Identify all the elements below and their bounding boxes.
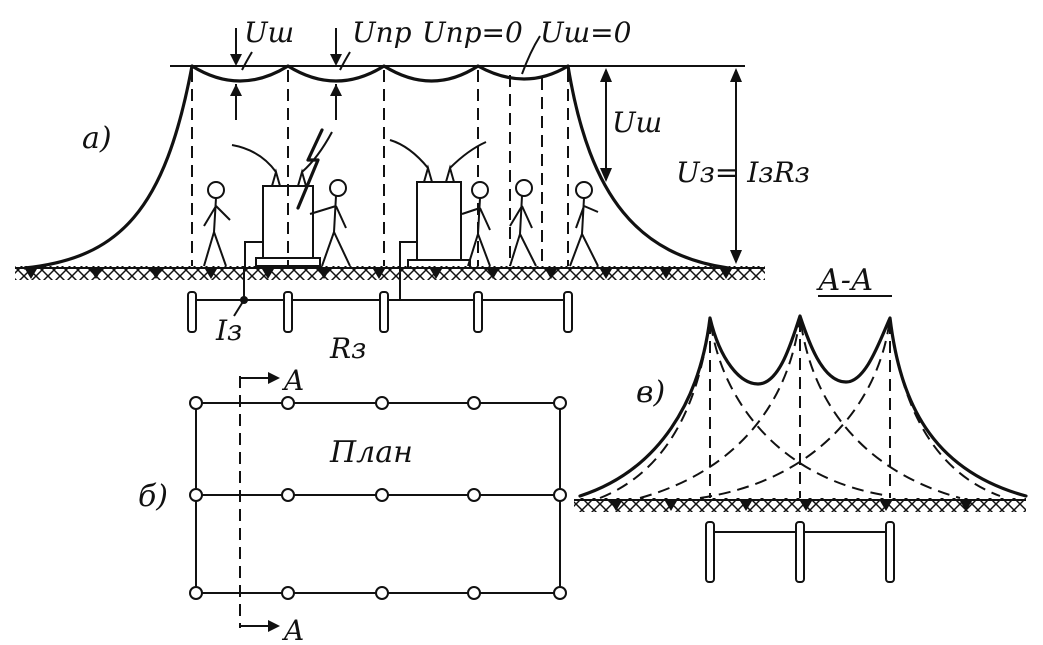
label-u-sh: Uш	[244, 16, 294, 49]
label-r-z: Rз	[329, 332, 366, 365]
plan-title: План	[329, 435, 413, 470]
panel-a: а) Uш Uпр Uпр=0 Uш=0 Uш Uз= IзRз Iз Rз	[15, 16, 810, 365]
section-mark-bottom: A	[281, 614, 304, 645]
ground-teeth-a	[24, 267, 733, 279]
dimension-arrows-a	[230, 28, 742, 264]
label-u-pr: Uпр	[352, 16, 412, 49]
equipment-left	[231, 128, 333, 267]
panel-label-c: в)	[636, 375, 665, 410]
section-mark-top: A	[281, 364, 304, 397]
label-i-z: Iз	[215, 314, 242, 347]
lightning-bolt-icon	[296, 128, 324, 210]
equipment-right	[244, 139, 487, 269]
label-u-sh-zero: Uш=0	[540, 16, 631, 49]
label-u-pr-zero: Uпр=0	[422, 16, 523, 49]
ground-hatch-c	[574, 498, 1026, 512]
grounding-electrodes-c	[705, 521, 895, 583]
potential-curve-a	[23, 64, 730, 270]
panel-c-section: А-А в)	[574, 263, 1028, 583]
label-u-sh-right: Uш	[612, 106, 662, 139]
ground-hatch-a	[15, 266, 765, 280]
person-icon	[461, 181, 491, 267]
person-icon	[203, 181, 231, 267]
grounding-electrodes-a	[187, 266, 573, 333]
label-u-z-formula: Uз= IзRз	[676, 156, 810, 189]
person-icon	[509, 179, 537, 267]
section-title: А-А	[816, 263, 874, 298]
panel-b-plan: б) План A A	[138, 364, 567, 645]
dashed-verticals-a	[191, 70, 569, 266]
combined-potential-curve	[578, 314, 1028, 498]
person-icon	[309, 179, 351, 267]
plan-nodes	[189, 396, 567, 600]
person-icon	[569, 181, 599, 267]
panel-label-b: б)	[138, 479, 168, 514]
panel-label-a: а)	[82, 121, 112, 156]
